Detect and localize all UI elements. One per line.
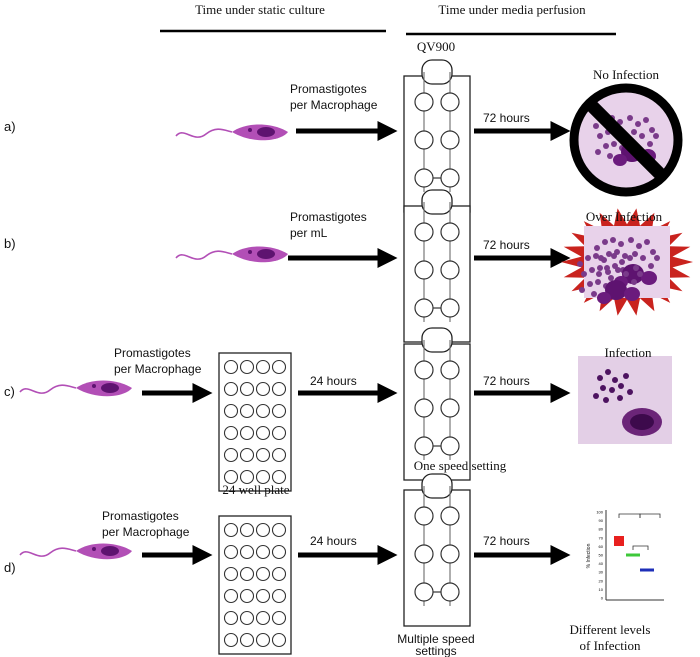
significance-bracket	[632, 545, 649, 550]
row-a-input-line2: per Macrophage	[290, 98, 378, 112]
row-b-label: b)	[4, 236, 16, 251]
mini-chart-ylabel: % Infection	[586, 543, 592, 568]
row-b-outcome: Over Infection	[586, 209, 663, 224]
row-a-outcome: No Infection	[593, 67, 660, 82]
qv900-chamber-icon	[403, 473, 471, 627]
red-group-mark	[614, 536, 624, 546]
qv900-chamber-icon	[403, 59, 471, 213]
row-d-outcome-line2: of Infection	[579, 638, 641, 653]
row-d-time-static: 24 hours	[310, 534, 357, 548]
well-plate-label: 24 well plate	[222, 482, 289, 497]
row-b-input-line2: per mL	[290, 226, 328, 240]
significance-bracket	[639, 513, 661, 518]
well-plate-icon	[218, 515, 292, 655]
multi-speed-line1: Multiple speed	[397, 632, 474, 646]
row-c-label: c)	[4, 384, 15, 399]
row-a: a) Promastigotes per Macrophage 72 hours…	[4, 59, 683, 213]
row-c-input-line2: per Macrophage	[114, 362, 202, 376]
row-c-time: 72 hours	[483, 374, 530, 388]
row-a-time: 72 hours	[483, 111, 530, 125]
static-culture-header: Time under static culture	[195, 2, 325, 17]
perfusion-header: Time under media perfusion	[438, 2, 586, 17]
row-a-label: a)	[4, 119, 16, 134]
device-label: QV900	[417, 39, 455, 54]
one-speed-label: One speed setting	[414, 458, 507, 473]
promastigote-icon	[19, 379, 133, 398]
significance-bracket	[618, 513, 641, 518]
mini-chart-tick-label: 40	[599, 561, 604, 566]
mini-chart-tick-label: 10	[599, 587, 604, 592]
row-d-input-line1: Promastigotes	[102, 509, 179, 523]
row-c: c) Promastigotes per Macrophage 24 hours…	[4, 327, 672, 492]
row-b-input-line1: Promastigotes	[290, 210, 367, 224]
mini-chart-tick-label: 0	[601, 596, 604, 601]
mini-chart-tick-label: 100	[596, 510, 603, 515]
mini-chart-tick-label: 30	[599, 570, 604, 575]
row-d-label: d)	[4, 560, 16, 575]
row-d-time: 72 hours	[483, 534, 530, 548]
infection-icon	[578, 356, 672, 444]
multi-speed-line2: settings	[415, 644, 456, 657]
mini-chart-tick-label: 70	[599, 535, 604, 540]
row-d: One speed setting 24 well plate d) Proma…	[4, 458, 664, 657]
promastigote-icon	[175, 245, 289, 264]
row-b: b) Promastigotes per mL 72 hours Over In…	[4, 189, 693, 343]
over-infection-icon	[561, 208, 693, 316]
row-c-input-line1: Promastigotes	[114, 346, 191, 360]
row-c-outcome: Infection	[605, 345, 652, 360]
well-plate-icon	[218, 352, 292, 492]
promastigote-icon	[175, 123, 289, 142]
row-d-input-line2: per Macrophage	[102, 525, 190, 539]
mini-chart-tick-label: 80	[599, 527, 604, 532]
mini-chart-tick-label: 90	[599, 518, 604, 523]
qv900-chamber-icon	[403, 189, 471, 343]
row-a-input-line1: Promastigotes	[290, 82, 367, 96]
promastigote-icon	[19, 542, 133, 561]
no-infection-icon	[569, 83, 683, 197]
row-d-outcome-line1: Different levels	[570, 622, 651, 637]
row-c-time-static: 24 hours	[310, 374, 357, 388]
mini-chart-tick-label: 50	[599, 553, 604, 558]
mini-chart-tick-label: 60	[599, 544, 604, 549]
row-b-time: 72 hours	[483, 238, 530, 252]
mini-chart-tick-label: 20	[599, 578, 604, 583]
